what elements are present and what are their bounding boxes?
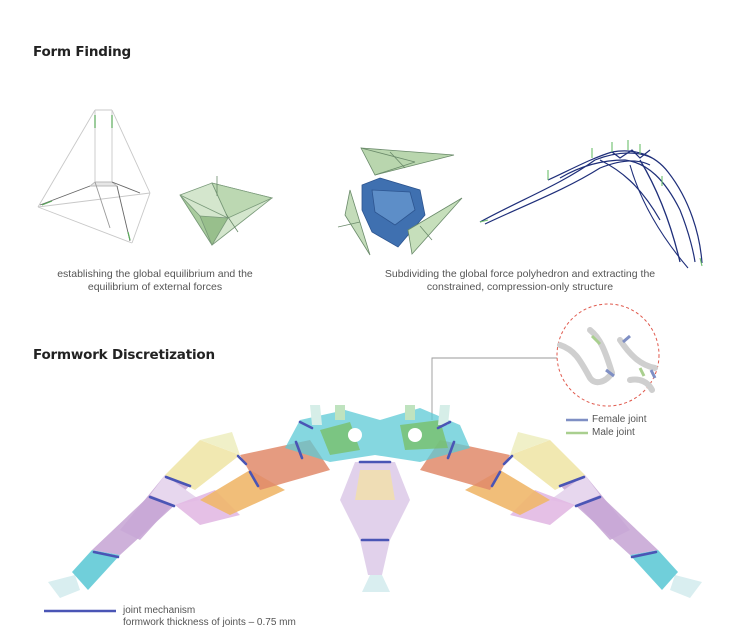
central-canopy [285,405,470,462]
form-finding-title: Form Finding [33,44,131,60]
joint-detail-drawing [557,327,658,393]
caption-right-line-1: Subdividing the global force polyhedron … [384,268,656,280]
joint-mechanism-label: joint mechanism [123,605,196,616]
caption-left-line-2: equilibrium of external forces [87,281,223,293]
central-leg [340,462,410,592]
caption-left-line-1: establishing the global equilibrium and … [57,268,253,280]
caption-right: Subdividing the global force polyhedron … [370,268,670,294]
left-leg [48,432,330,598]
subdivided-force-polyhedra [337,147,463,256]
right-leg [420,432,702,598]
formwork-discretization-title: Formwork Discretization [33,347,215,363]
joint-mechanism-marks [92,420,658,559]
global-equilibrium-wireframe [37,109,151,244]
joint-thickness-label: formwork thickness of joints – 0.75 mm [123,617,296,628]
detail-leader-line [431,357,558,420]
caption-right-line-2: constrained, compression-only structure [426,281,614,293]
male-joint-label: Male joint [592,427,635,438]
female-joint-label: Female joint [592,414,647,425]
caption-left: establishing the global equilibrium and … [30,268,280,294]
external-forces-polyhedron [179,176,274,246]
compression-only-structure [479,149,703,269]
